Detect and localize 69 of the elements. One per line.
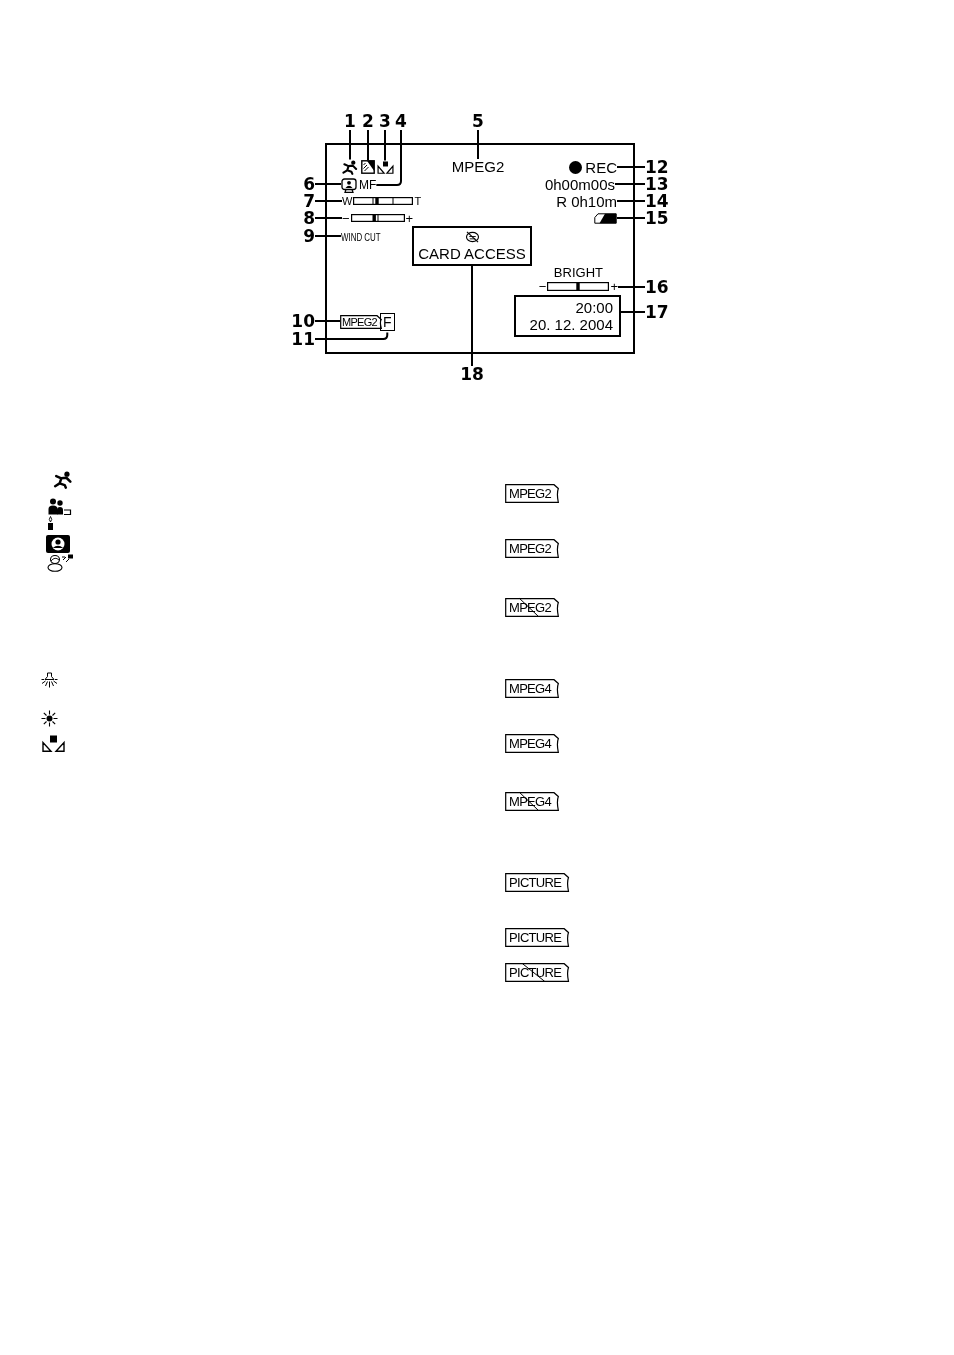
- format-tag: PICTURE: [505, 872, 570, 892]
- callout-number: 16: [645, 278, 669, 296]
- leader-line: [616, 217, 646, 219]
- callout-number: 7: [303, 192, 315, 210]
- leader-line: [620, 311, 646, 313]
- zoom-end-label: T: [414, 195, 422, 207]
- callout-number: 1: [344, 113, 356, 130]
- callout-number: 14: [645, 192, 669, 210]
- leader-line: [375, 129, 402, 186]
- plus-sign: +: [610, 280, 618, 293]
- callout-number: 4: [395, 113, 407, 130]
- leader-line: [617, 286, 646, 288]
- format-tag: MPEG2: [340, 315, 382, 329]
- leader-line: [314, 217, 343, 219]
- leader-line: [367, 129, 369, 161]
- leader-line: [616, 166, 646, 168]
- leader-line: [314, 200, 343, 202]
- callout-number: 10: [291, 312, 315, 330]
- recording-format-text: MPEG2: [451, 159, 505, 174]
- callout-number: 17: [645, 303, 669, 321]
- callout-number: 15: [645, 209, 669, 227]
- plus-sign: +: [405, 211, 414, 225]
- message-panel: [412, 226, 532, 266]
- time-text: 20:00: [574, 299, 613, 316]
- callout-number: 8: [303, 209, 315, 227]
- square-and-triangles-icon: [376, 160, 394, 174]
- brightness-label: BRIGHT: [553, 266, 603, 279]
- zoom-end-label: W: [342, 195, 353, 207]
- status-message-text: CARD ACCESS: [418, 246, 526, 261]
- shaded-square-icon: [361, 160, 375, 174]
- focus-mode-text: MF: [359, 179, 377, 191]
- format-tag: MPEG2: [505, 483, 559, 503]
- leader-line: [616, 200, 646, 202]
- callout-number: 12: [645, 158, 669, 176]
- format-tag: PICTURE: [505, 927, 570, 947]
- leader-line: [477, 129, 479, 160]
- date-time-panel: [513, 295, 621, 337]
- format-tag: MPEG2: [505, 538, 559, 558]
- timecode-text: 0h00m00s: [544, 176, 615, 192]
- format-tag: MPEG2: [505, 597, 559, 617]
- date-text: 20. 12. 2004: [529, 316, 613, 333]
- remaining-time-text: R 0h10m: [556, 193, 617, 209]
- display-screen-frame: [325, 143, 635, 354]
- leader-line: [471, 265, 473, 367]
- leader-line: [349, 129, 351, 161]
- framed-person-icon: [341, 177, 357, 193]
- wind-cut-text: WIND CUT: [341, 231, 381, 243]
- minus-sign: −: [342, 211, 350, 225]
- recording-status-text: REC: [585, 159, 617, 175]
- callout-number: 11: [291, 330, 315, 348]
- format-tag: MPEG4: [505, 733, 559, 753]
- leader-line: [314, 183, 342, 185]
- running-figure-icon: [342, 159, 358, 175]
- leader-line: [384, 129, 386, 162]
- callout-number: 6: [303, 175, 315, 193]
- leader-line: [614, 183, 646, 185]
- battery-icon: [594, 212, 617, 224]
- callout-number: 18: [460, 366, 484, 383]
- callout-number: 5: [472, 113, 484, 130]
- minus-sign: −: [538, 280, 547, 293]
- leader-line: [314, 235, 342, 237]
- letter-tag: F: [380, 313, 395, 331]
- format-tag: MPEG4: [505, 678, 559, 698]
- callout-number: 13: [645, 175, 669, 193]
- callout-number: 3: [379, 113, 391, 130]
- callout-number: 2: [362, 113, 374, 130]
- format-tag: MPEG4: [505, 791, 559, 811]
- leader-line: [314, 320, 341, 322]
- callout-number: 9: [303, 227, 315, 245]
